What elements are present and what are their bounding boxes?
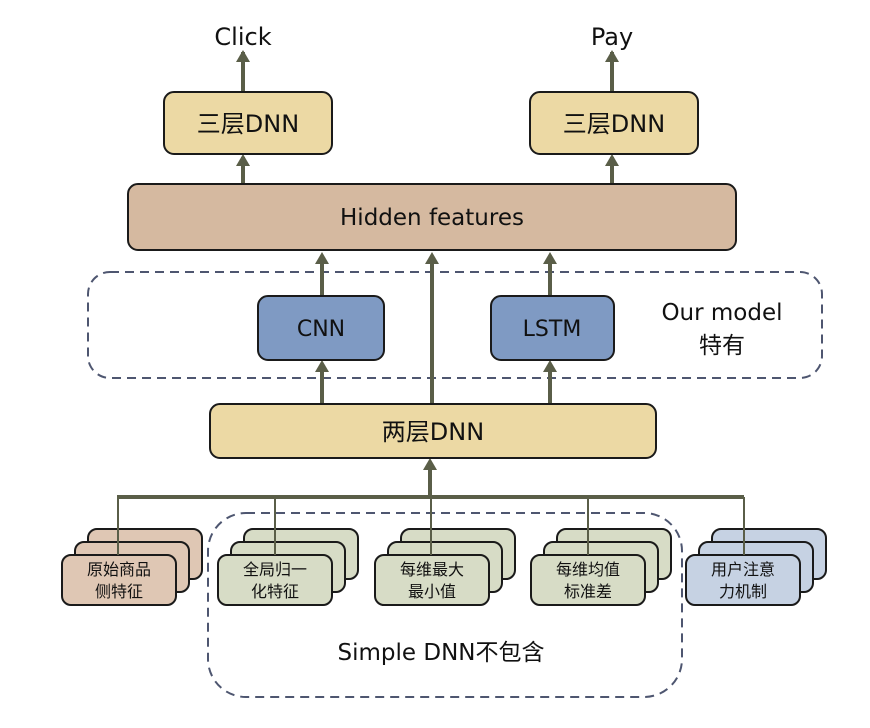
lstm-label: LSTM xyxy=(523,317,582,342)
arrowhead-click xyxy=(236,50,250,62)
input-label-line1: 全局归一 xyxy=(243,560,307,579)
arrowhead-right-tower xyxy=(605,154,619,166)
arrowhead-dnn-cnn xyxy=(315,360,329,372)
arrowhead-dnn-lstm xyxy=(543,360,557,372)
output-click-label: Click xyxy=(214,23,271,51)
simple-dnn-caption: Simple DNN不包含 xyxy=(338,640,545,666)
input-label-line2: 力机制 xyxy=(719,582,767,601)
arrowhead-direct-hidden xyxy=(425,252,439,264)
arrowhead-inputs-dnn xyxy=(423,458,437,470)
arrowhead-left-tower xyxy=(236,154,250,166)
two-layer-dnn-label: 两层DNN xyxy=(382,418,484,446)
arrowhead-cnn-hidden xyxy=(315,252,329,264)
left-tower-dnn: 三层DNN xyxy=(163,91,333,155)
our-model-caption-line1: Our model xyxy=(661,300,782,326)
input-label-line1: 每维均值 xyxy=(556,560,620,579)
cnn-label: CNN xyxy=(297,317,345,342)
two-layer-dnn-box: 两层DNN xyxy=(209,403,657,459)
simple-dnn-group-border xyxy=(207,512,683,698)
input-label-line2: 最小值 xyxy=(408,582,456,601)
our-model-caption-line2: 特有 xyxy=(699,333,745,359)
input-label-line1: 用户注意 xyxy=(711,560,775,579)
input-label-line2: 化特征 xyxy=(251,582,299,601)
left-tower-label: 三层DNN xyxy=(197,110,299,138)
arrowhead-lstm-hidden xyxy=(543,252,557,264)
input-label-line1: 原始商品 xyxy=(87,560,151,579)
hidden-features-box: Hidden features xyxy=(127,183,737,251)
input-label-line2: 侧特征 xyxy=(95,582,143,601)
our-model-group-border xyxy=(87,271,823,379)
arrowhead-pay xyxy=(605,50,619,62)
cnn-box: CNN xyxy=(257,295,385,361)
output-pay-label: Pay xyxy=(591,23,633,51)
right-tower-label: 三层DNN xyxy=(563,110,665,138)
hidden-features-label: Hidden features xyxy=(340,205,524,231)
lstm-box: LSTM xyxy=(490,295,615,361)
input-label-line2: 标准差 xyxy=(564,582,612,601)
input-label-line1: 每维最大 xyxy=(400,560,464,579)
right-tower-dnn: 三层DNN xyxy=(529,91,699,155)
